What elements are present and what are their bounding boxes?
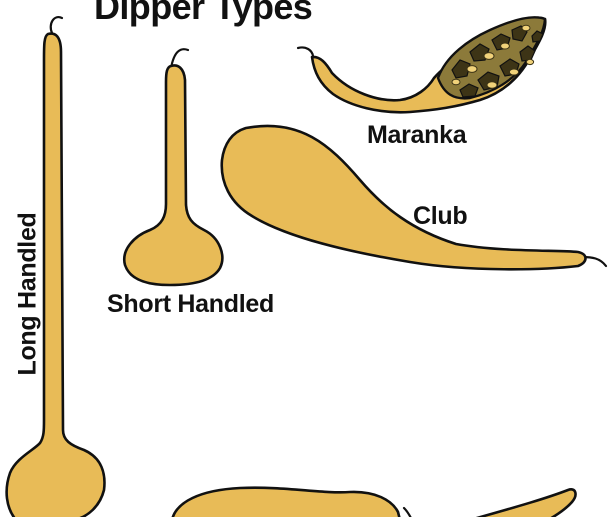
bottom-partial-gourds: [172, 488, 575, 517]
short-handled-label: Short Handled: [107, 290, 274, 319]
short-handled-gourd: [124, 49, 222, 285]
maranka-label: Maranka: [367, 121, 466, 150]
long-handled-label: Long Handled: [14, 212, 43, 375]
maranka-gourd: [298, 17, 545, 112]
page-title: Dipper Types: [94, 0, 312, 28]
club-label: Club: [413, 202, 467, 231]
